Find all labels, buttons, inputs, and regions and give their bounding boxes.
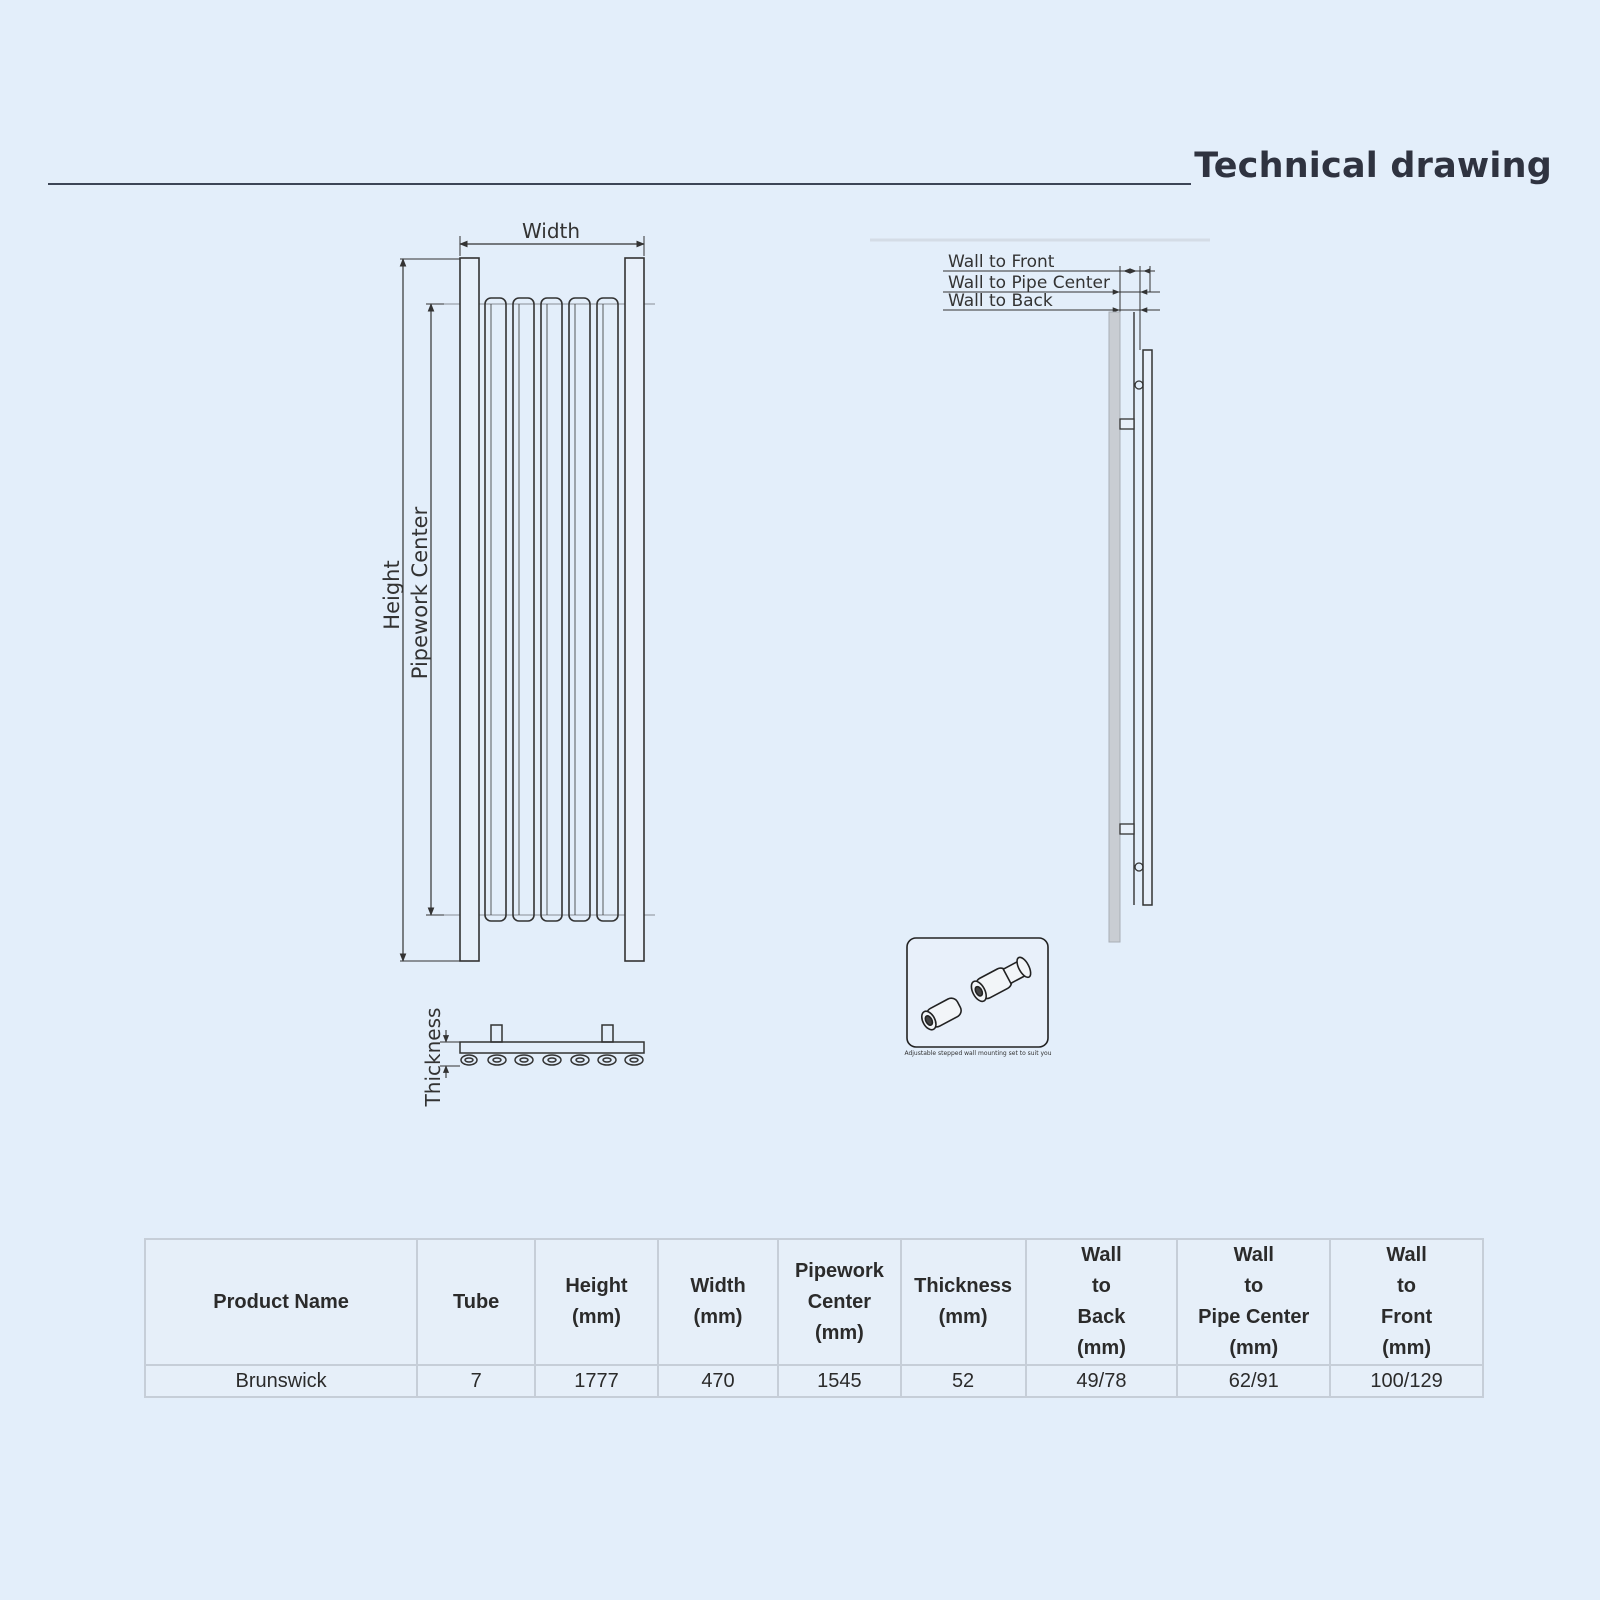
cell-width: 470 [656, 1364, 780, 1398]
thickness-label: Thickness [421, 1008, 445, 1108]
cell-product-name: Brunswick [143, 1364, 419, 1398]
specs-table: Product Name Tube Height (mm) Width (mm)… [143, 1238, 1484, 1398]
col-header-pipework-center: Pipework Center (mm) [777, 1238, 902, 1366]
wall-to-front-label: Wall to Front [948, 252, 1055, 272]
plan-view [440, 1024, 645, 1078]
cell-tube: 7 [416, 1364, 537, 1398]
wall-to-back-label: Wall to Back [948, 291, 1053, 311]
pipework-center-label: Pipework Center [408, 506, 432, 679]
col-header-tube: Tube [416, 1238, 537, 1366]
bracket-detail [906, 937, 1049, 1048]
width-label: Width [522, 219, 580, 243]
height-label: Height [380, 560, 404, 629]
table-row: Brunswick 7 1777 470 1545 52 49/78 62/91… [143, 1364, 1484, 1398]
cell-wall-to-pipe-center: 62/91 [1176, 1364, 1332, 1398]
cell-pipework-center: 1545 [777, 1364, 902, 1398]
col-header-product-name: Product Name [143, 1238, 419, 1366]
cell-thickness: 52 [899, 1364, 1027, 1398]
side-view [870, 238, 1210, 943]
col-header-height: Height (mm) [534, 1238, 659, 1366]
col-header-width: Width (mm) [656, 1238, 780, 1366]
col-header-thickness: Thickness (mm) [899, 1238, 1027, 1366]
front-view [399, 236, 655, 962]
col-header-wall-to-back: Wall to Back (mm) [1024, 1238, 1179, 1366]
col-header-wall-to-front: Wall to Front (mm) [1329, 1238, 1484, 1366]
cell-wall-to-back: 49/78 [1024, 1364, 1179, 1398]
page-title: Technical drawing [1194, 146, 1552, 186]
table-header-row: Product Name Tube Height (mm) Width (mm)… [143, 1238, 1484, 1366]
header-rule [48, 183, 1191, 185]
col-header-wall-to-pipe-center: Wall to Pipe Center (mm) [1176, 1238, 1332, 1366]
wall-to-pipe-center-label: Wall to Pipe Center [948, 273, 1110, 293]
cell-height: 1777 [534, 1364, 659, 1398]
bracket-caption: Adjustable stepped wall mounting set to … [904, 1050, 1051, 1057]
cell-wall-to-front: 100/129 [1329, 1364, 1484, 1398]
